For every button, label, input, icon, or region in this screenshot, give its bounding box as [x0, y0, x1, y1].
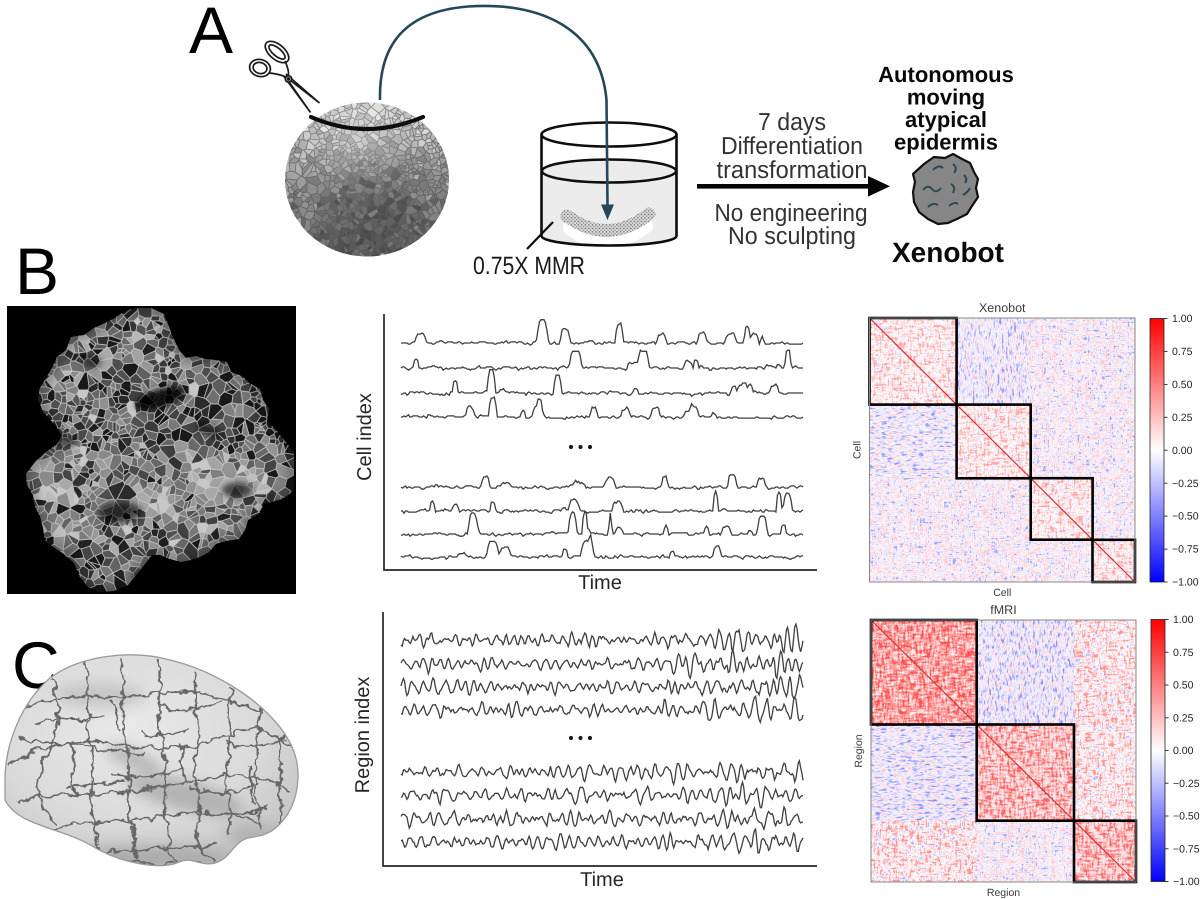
- svg-text:Cell: Cell: [852, 441, 864, 459]
- svg-text:Time: Time: [578, 572, 622, 594]
- svg-text:−0.25: −0.25: [1172, 478, 1199, 490]
- svg-text:B: B: [15, 234, 59, 308]
- svg-text:Region: Region: [987, 887, 1020, 899]
- svg-text:0.50: 0.50: [1173, 680, 1194, 692]
- svg-text:Autonomous: Autonomous: [878, 62, 1014, 87]
- svg-text:0.75X MMR: 0.75X MMR: [473, 252, 585, 280]
- svg-text:0.00: 0.00: [1173, 745, 1194, 757]
- svg-text:No sculpting: No sculpting: [728, 223, 856, 250]
- svg-text:A: A: [189, 0, 233, 67]
- svg-text:Time: Time: [580, 869, 624, 891]
- svg-text:epidermis: epidermis: [894, 130, 998, 155]
- svg-text:−1.00: −1.00: [1172, 577, 1199, 589]
- svg-text:0.50: 0.50: [1172, 379, 1193, 391]
- svg-text:7 days: 7 days: [758, 109, 826, 136]
- svg-text:Differentiation: Differentiation: [721, 133, 863, 160]
- svg-text:No engineering: No engineering: [715, 200, 868, 227]
- svg-text:−0.50: −0.50: [1173, 811, 1200, 823]
- svg-text:0.75: 0.75: [1172, 346, 1193, 358]
- svg-text:Region: Region: [853, 734, 865, 767]
- svg-text:0.75: 0.75: [1173, 647, 1194, 659]
- svg-text:Xenobot: Xenobot: [979, 301, 1026, 315]
- svg-text:0.00: 0.00: [1172, 445, 1193, 457]
- svg-text:−0.25: −0.25: [1173, 778, 1200, 790]
- svg-text:0.25: 0.25: [1173, 712, 1194, 724]
- svg-text:fMRI: fMRI: [990, 603, 1016, 617]
- svg-text:1.00: 1.00: [1173, 614, 1194, 626]
- svg-text:0.25: 0.25: [1172, 412, 1193, 424]
- svg-text:−1.00: −1.00: [1173, 876, 1200, 888]
- svg-text:moving: moving: [907, 85, 985, 110]
- svg-text:atypical: atypical: [905, 107, 987, 132]
- svg-text:Cell index: Cell index: [354, 393, 376, 481]
- svg-text:−0.50: −0.50: [1172, 511, 1199, 523]
- svg-text:Cell: Cell: [993, 587, 1011, 599]
- svg-text:transformation: transformation: [717, 157, 868, 184]
- svg-text:Region index: Region index: [352, 677, 374, 794]
- svg-text:−0.75: −0.75: [1173, 843, 1200, 855]
- svg-text:−0.75: −0.75: [1172, 544, 1199, 556]
- svg-text:Xenobot: Xenobot: [892, 237, 1004, 268]
- svg-text:1.00: 1.00: [1172, 313, 1193, 325]
